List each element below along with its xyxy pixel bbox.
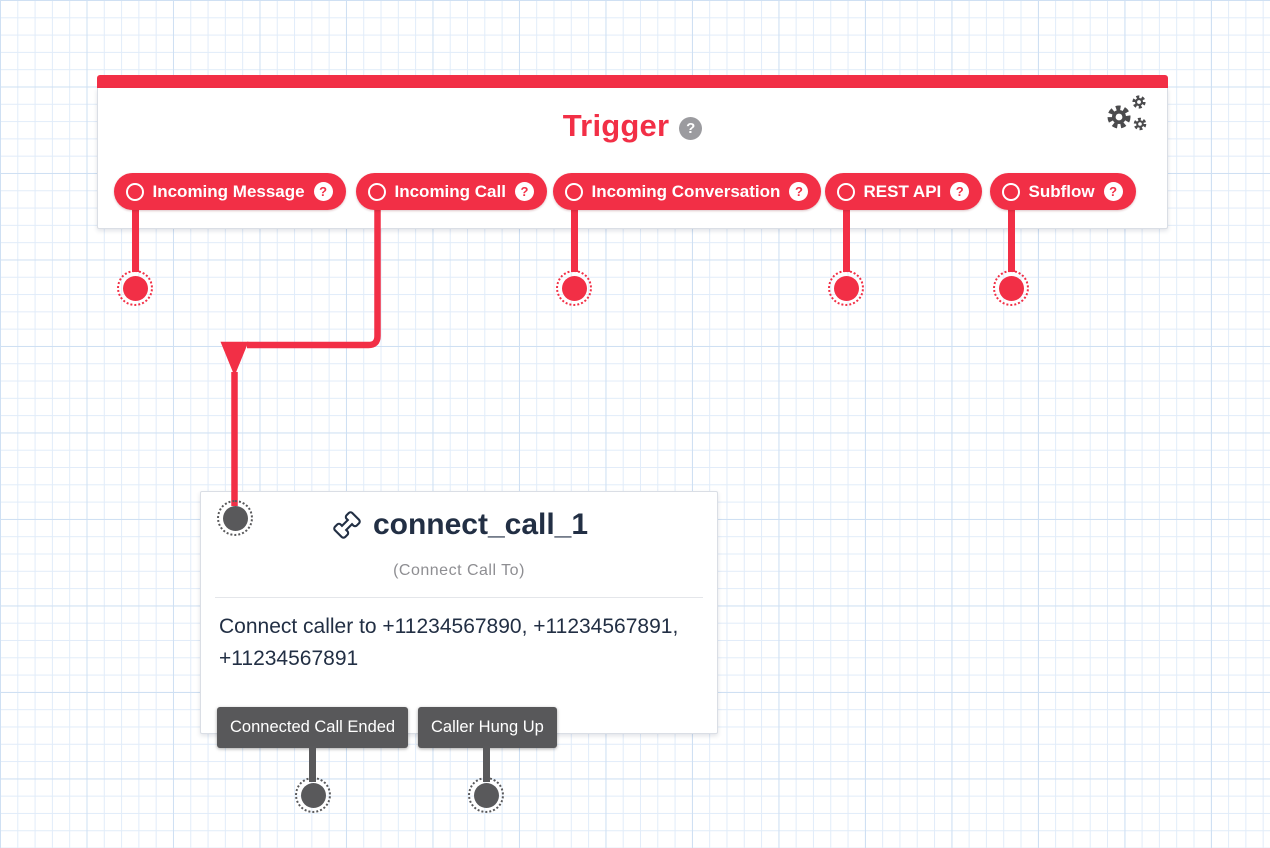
trigger-title: Trigger — [562, 108, 670, 143]
widget-connect-call-1[interactable]: connect_call_1 (Connect Call To) Connect… — [200, 491, 718, 734]
help-icon[interactable]: ? — [514, 182, 534, 201]
radio-circle-icon — [125, 182, 144, 201]
trigger-accent-bar — [97, 75, 1168, 88]
trigger-help-icon[interactable]: ? — [679, 116, 703, 140]
widget-name: connect_call_1 — [372, 508, 589, 541]
trigger-pill-incoming-conversation[interactable]: Incoming Conversation ? — [552, 173, 822, 210]
output-port-caller-hung-up[interactable] — [468, 777, 504, 813]
gears-icon[interactable] — [1102, 93, 1152, 137]
trigger-stem-incoming-message — [131, 205, 139, 272]
output-port-incoming-conversation[interactable] — [556, 270, 592, 306]
trigger-pill-incoming-call[interactable]: Incoming Call ? — [355, 173, 547, 210]
radio-circle-icon — [1001, 182, 1020, 201]
trigger-stem-incoming-conversation — [570, 205, 578, 272]
trigger-pill-subflow[interactable]: Subflow ? — [989, 173, 1136, 210]
transition-stem-caller-hung-up — [483, 746, 490, 782]
trigger-pill-incoming-message[interactable]: Incoming Message ? — [113, 173, 346, 210]
help-icon[interactable]: ? — [789, 182, 809, 201]
output-port-incoming-message[interactable] — [117, 270, 153, 306]
phone-handset-icon — [333, 511, 361, 539]
output-port-subflow[interactable] — [993, 270, 1029, 306]
input-port-connect-call-1[interactable] — [217, 500, 253, 536]
trigger-stem-subflow — [1007, 205, 1015, 272]
radio-circle-icon — [564, 182, 583, 201]
divider — [215, 597, 703, 598]
help-icon[interactable]: ? — [1103, 182, 1123, 201]
radio-circle-icon — [836, 182, 855, 201]
trigger-stem-rest-api — [842, 205, 850, 272]
output-port-connected-call-ended[interactable] — [295, 777, 331, 813]
transition-stem-connected-call-ended — [309, 746, 316, 782]
widget-description: Connect caller to +11234567890, +1123456… — [219, 615, 679, 670]
widget-type-label: (Connect Call To) — [393, 562, 525, 579]
radio-circle-icon — [367, 182, 386, 201]
output-port-rest-api[interactable] — [828, 270, 864, 306]
help-icon[interactable]: ? — [950, 182, 970, 201]
trigger-pill-rest-api[interactable]: REST API ? — [824, 173, 983, 210]
transition-connected-call-ended[interactable]: Connected Call Ended — [217, 707, 409, 748]
transition-caller-hung-up[interactable]: Caller Hung Up — [418, 707, 557, 748]
help-icon[interactable]: ? — [313, 182, 333, 201]
